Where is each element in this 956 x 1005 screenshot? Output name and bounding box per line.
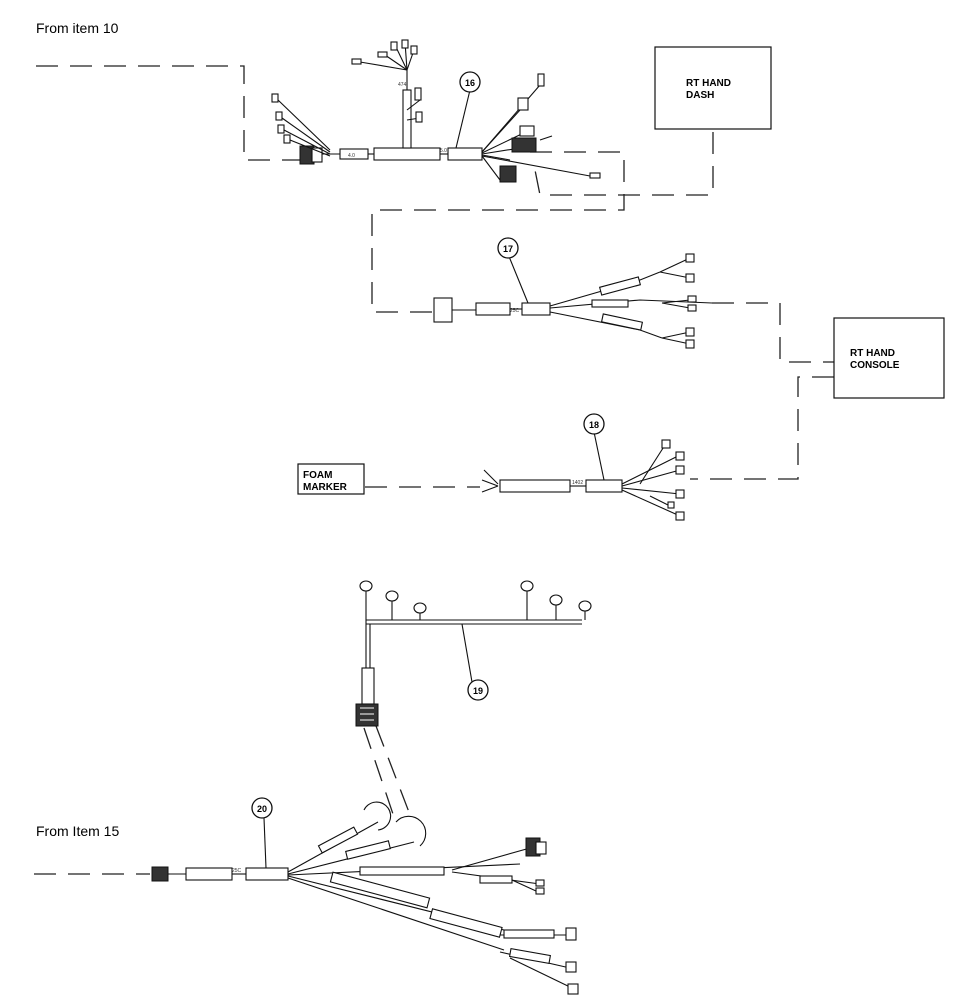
harness-18: 1402 18 bbox=[481, 413, 685, 521]
from-item-15-label: From Item 15 bbox=[36, 823, 119, 839]
harness-16: 4.0 5.0 474 bbox=[271, 39, 601, 183]
harness-17: 25C 17 bbox=[433, 237, 713, 349]
box-console-line1: RT HAND bbox=[850, 348, 895, 359]
box-console-line2: CONSOLE bbox=[850, 360, 900, 371]
dash-16-to-17 bbox=[371, 151, 625, 313]
svg-text:474: 474 bbox=[398, 82, 407, 88]
from-item-10-label: From item 10 bbox=[36, 20, 119, 36]
callout-17-text: 17 bbox=[503, 244, 513, 254]
callout-18-text: 18 bbox=[589, 420, 599, 430]
svg-text:25C: 25C bbox=[510, 308, 520, 314]
callout-17 bbox=[497, 237, 519, 259]
harness-19: 19 bbox=[355, 580, 592, 727]
svg-text:5.0: 5.0 bbox=[440, 148, 447, 154]
callout-19 bbox=[467, 679, 489, 701]
box-foam-line2: MARKER bbox=[303, 482, 348, 493]
box-foam-marker: FOAM MARKER bbox=[297, 463, 365, 495]
callout-20-text: 20 bbox=[257, 804, 267, 814]
dash-17-to-console bbox=[712, 302, 834, 363]
callout-19-text: 19 bbox=[473, 686, 483, 696]
callout-16-text: 16 bbox=[465, 78, 475, 88]
box-rt-hand-console: RT HAND CONSOLE bbox=[833, 317, 945, 399]
svg-text:4.0: 4.0 bbox=[348, 153, 355, 159]
dash-from-item-10 bbox=[36, 65, 300, 161]
harness-20: From Item 15 25C bbox=[36, 797, 579, 995]
box-foam-line1: FOAM bbox=[303, 470, 332, 481]
dash-from-dash-box bbox=[534, 132, 714, 196]
box-rt-hand-dash: RT HAND DASH bbox=[654, 46, 772, 130]
callout-18 bbox=[583, 413, 605, 435]
dash-console-to-18 bbox=[690, 376, 834, 480]
callout-20 bbox=[251, 797, 273, 819]
box-dash-line2: DASH bbox=[686, 90, 714, 101]
dashed-connections bbox=[34, 65, 834, 875]
svg-text:25C: 25C bbox=[232, 868, 242, 874]
svg-text:1402: 1402 bbox=[572, 480, 583, 486]
callout-16 bbox=[459, 71, 481, 93]
box-dash-line1: RT HAND bbox=[686, 78, 731, 89]
dash-19-left bbox=[363, 727, 396, 821]
dash-19-right bbox=[375, 725, 413, 821]
